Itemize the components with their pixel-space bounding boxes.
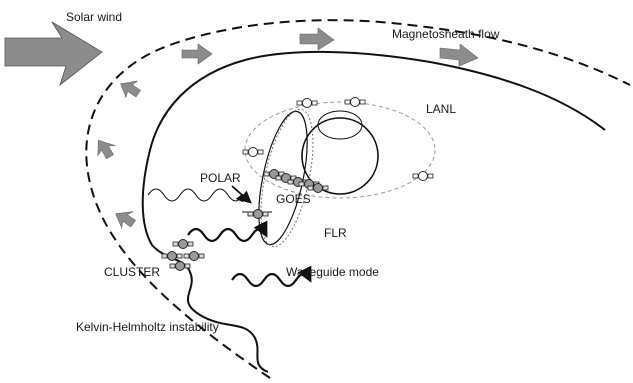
polar-pointer: [232, 186, 250, 202]
wave-kh-2: [188, 229, 266, 241]
lanl-label: LANL: [426, 102, 456, 116]
cluster-satellite: [162, 240, 204, 271]
wave-kh-1: [148, 189, 242, 201]
solar-wind-arrow: [5, 22, 102, 85]
cluster-label: CLUSTER: [104, 265, 160, 279]
solar-wind-label: Solar wind: [66, 10, 122, 24]
waveguide-mode-label: Waveguide mode: [286, 265, 379, 279]
inner-orbit: [318, 111, 362, 139]
polar-label: POLAR: [200, 171, 241, 185]
polar-satellite: [248, 210, 268, 219]
goes-label: GOES: [276, 192, 311, 206]
kelvin-helmholtz-label: Kelvin-Helmholtz instability: [76, 320, 219, 334]
goes-satellite: [264, 170, 328, 193]
lanl-orbit: [245, 102, 435, 198]
magnetosheath-flow-label: Magnetosheath flow: [392, 27, 500, 41]
flr-label: FLR: [324, 226, 347, 240]
